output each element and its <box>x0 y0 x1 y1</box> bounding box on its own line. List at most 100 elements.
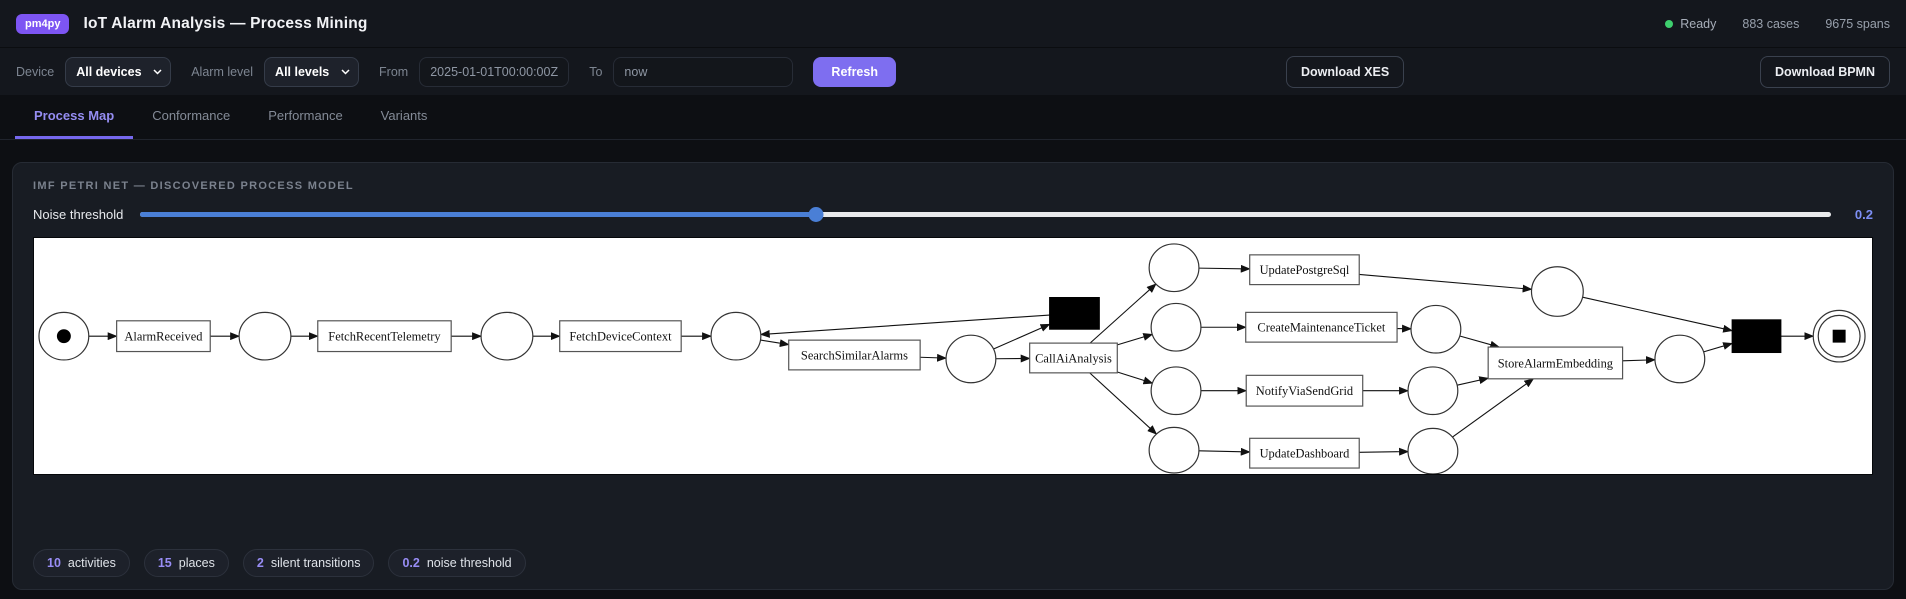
petri-transition: CreateMaintenanceTicket <box>1245 311 1398 343</box>
petri-arc <box>760 339 790 348</box>
petri-place <box>1654 334 1706 384</box>
pm4py-badge: pm4py <box>16 13 70 34</box>
tab-bar: Process Map Conformance Performance Vari… <box>0 95 1906 140</box>
to-input[interactable] <box>613 56 794 87</box>
petri-arc <box>1622 356 1656 365</box>
petri-transition: CallAiAnalysis <box>1029 342 1118 374</box>
petri-place <box>1530 266 1584 317</box>
petri-transition: NotifyViaSendGrid <box>1245 374 1364 407</box>
spans-count: 9675 spans <box>1825 16 1890 31</box>
petri-place <box>1150 302 1202 352</box>
petri-net-diagram: AlarmReceived FetchRecentTelemetry FetchDe… <box>38 243 1866 474</box>
petri-end-place <box>1812 309 1866 363</box>
petri-arc <box>993 323 1051 350</box>
tab-performance[interactable]: Performance <box>268 108 343 123</box>
tab-conformance[interactable]: Conformance <box>152 108 231 123</box>
petri-arc <box>1198 447 1251 456</box>
download-xes-button[interactable]: Download XES <box>1285 55 1405 88</box>
from-filter-group: From <box>379 56 570 87</box>
panel-title: IMF PETRI NET — DISCOVERED PROCESS MODEL <box>33 180 354 192</box>
svg-text:NotifyViaSendGrid: NotifyViaSendGrid <box>1256 384 1354 398</box>
petri-place <box>1410 304 1462 354</box>
petri-transition: FetchRecentTelemetry <box>317 320 452 353</box>
tab-variants[interactable]: Variants <box>380 108 428 123</box>
petri-transition: StoreAlarmEmbedding <box>1487 346 1624 380</box>
device-filter-group: Device All devices <box>16 56 172 87</box>
petri-arc <box>1359 273 1533 293</box>
petri-arc <box>759 314 1050 338</box>
svg-text:StoreAlarmEmbedding: StoreAlarmEmbedding <box>1498 356 1613 370</box>
petri-silent-transition <box>1049 297 1100 330</box>
petri-arc <box>1359 447 1410 456</box>
device-select[interactable]: All devices <box>65 56 172 87</box>
status-ready-label: Ready <box>1680 16 1717 31</box>
petri-arc <box>1089 283 1157 344</box>
slider-thumb-handle[interactable] <box>808 207 824 222</box>
svg-text:CreateMaintenanceTicket: CreateMaintenanceTicket <box>1257 321 1386 335</box>
petri-arc <box>1089 372 1158 435</box>
petri-transition: SearchSimilarAlarms <box>788 339 921 371</box>
process-model-panel: IMF PETRI NET — DISCOVERED PROCESS MODEL… <box>12 162 1894 590</box>
tab-process-map[interactable]: Process Map <box>15 95 134 139</box>
device-label: Device <box>16 64 55 79</box>
from-input[interactable] <box>419 56 570 87</box>
petri-place <box>1148 243 1200 293</box>
noise-threshold-label: Noise threshold <box>33 207 124 222</box>
filter-bar: Device All devices Alarm level All level… <box>0 48 1906 95</box>
svg-text:UpdatePostgreSql: UpdatePostgreSql <box>1260 263 1350 277</box>
petri-arc <box>1117 333 1154 346</box>
petri-place <box>238 311 292 361</box>
petri-transition: UpdatePostgreSql <box>1249 254 1360 286</box>
app-header: pm4py IoT Alarm Analysis — Process Minin… <box>0 0 1906 48</box>
petri-start-place <box>38 311 90 361</box>
petri-silent-transition <box>1731 319 1782 354</box>
svg-text:AlarmReceived: AlarmReceived <box>124 330 203 344</box>
svg-text:FetchRecentTelemetry: FetchRecentTelemetry <box>328 330 441 344</box>
petri-arc <box>1452 378 1535 438</box>
refresh-button[interactable]: Refresh <box>813 56 896 87</box>
svg-text:UpdateDashboard: UpdateDashboard <box>1260 447 1351 461</box>
petri-arc <box>920 353 948 362</box>
header-status-group: Ready 883 cases 9675 spans <box>1665 17 1890 31</box>
alarm-level-select[interactable]: All levels <box>264 56 360 87</box>
petri-arc <box>1117 371 1154 385</box>
petri-place <box>1407 427 1459 474</box>
petri-arc <box>1198 264 1251 273</box>
cases-count: 883 cases <box>1742 16 1800 31</box>
svg-text:FetchDeviceContext: FetchDeviceContext <box>569 330 672 344</box>
alarm-level-filter-group: Alarm level All levels <box>191 56 360 87</box>
to-filter-group: To <box>589 56 794 87</box>
petri-place <box>945 334 997 384</box>
petri-transition: UpdateDashboard <box>1249 437 1360 469</box>
alarm-level-label: Alarm level <box>191 64 254 79</box>
page-title: IoT Alarm Analysis — Process Mining <box>83 14 368 32</box>
petri-transition: AlarmReceived <box>116 320 211 353</box>
petri-place <box>480 311 534 361</box>
slider-track <box>140 212 1831 217</box>
svg-text:CallAiAnalysis: CallAiAnalysis <box>1035 351 1112 365</box>
status-dot-icon <box>1665 19 1674 28</box>
petri-place <box>1407 366 1459 416</box>
to-label: To <box>589 64 603 79</box>
petri-place <box>710 311 762 361</box>
petri-arc <box>1457 376 1490 386</box>
svg-text:SearchSimilarAlarms: SearchSimilarAlarms <box>801 349 908 363</box>
download-bpmn-button[interactable]: Download BPMN <box>1760 55 1890 88</box>
noise-threshold-value: 0.2 <box>1854 207 1873 222</box>
petri-arc <box>1582 296 1734 333</box>
petri-arc <box>1459 335 1501 349</box>
noise-threshold-row: Noise threshold 0.2 <box>33 207 1873 222</box>
slider-fill <box>140 212 817 217</box>
petri-arc <box>1703 342 1734 353</box>
petri-place <box>1150 366 1202 416</box>
petri-net-canvas: AlarmReceived FetchRecentTelemetry FetchDe… <box>33 237 1873 475</box>
ready-status: Ready <box>1665 17 1716 31</box>
from-label: From <box>379 64 409 79</box>
petri-transition: FetchDeviceContext <box>559 320 682 353</box>
noise-threshold-slider[interactable] <box>140 207 1831 222</box>
petri-place <box>1148 426 1200 474</box>
